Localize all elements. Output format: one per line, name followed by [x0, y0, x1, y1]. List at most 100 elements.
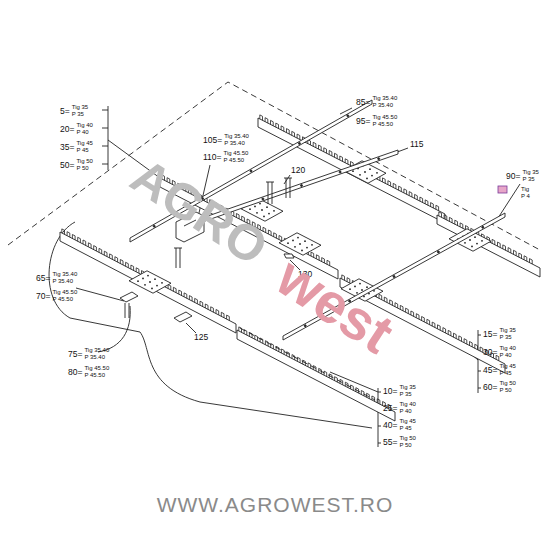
size-note: P 35.40 — [52, 278, 73, 284]
size-note: P 45 — [399, 425, 411, 431]
plate-hole — [149, 281, 151, 283]
cursor-icon — [498, 186, 507, 193]
callout-number: 20= — [60, 125, 74, 134]
plate-hole — [297, 237, 299, 239]
bar-hole — [153, 225, 155, 227]
plate-hole — [249, 208, 251, 210]
size-note: P 35 — [499, 334, 511, 340]
callout-number: 35= — [60, 143, 74, 152]
plate-hole — [464, 242, 466, 244]
size-note: P 45.50 — [52, 296, 73, 302]
bar-hole — [304, 325, 306, 327]
callout-number: 55= — [383, 438, 397, 447]
plate-hole — [147, 275, 149, 277]
size-note: Tig 50 — [399, 435, 415, 441]
size-note: P 40 — [499, 352, 511, 358]
plate-hole — [366, 178, 368, 180]
size-note: P 45.50 — [84, 372, 105, 378]
plate-hole — [266, 206, 268, 208]
size-note: Tig 40 — [399, 401, 415, 407]
plate-hole — [481, 240, 483, 242]
plate-hole — [261, 209, 263, 211]
size-note: Tig 35.40 — [52, 271, 77, 277]
plate-hole — [359, 283, 361, 285]
size-note: Tig 40 — [499, 345, 515, 351]
size-note: P 45.50 — [224, 157, 245, 163]
size-note: P 50 — [499, 387, 511, 393]
watermark: AGRO — [123, 150, 276, 274]
plate-hole — [256, 212, 258, 214]
bar-hole — [378, 158, 380, 160]
callout-number: 60= — [483, 383, 497, 392]
size-note: Tig 45.50 — [52, 289, 77, 295]
callout-number: 95= — [356, 117, 370, 126]
size-note: P 50 — [76, 165, 88, 171]
plate-hole — [364, 171, 366, 173]
plate-hole — [254, 206, 256, 208]
bar-hole — [298, 142, 300, 144]
size-note: P 4 — [521, 193, 530, 199]
bar-hole — [301, 185, 303, 187]
size-note: Tig 35.40 — [372, 95, 397, 101]
size-note: P 35 — [72, 111, 84, 117]
plate-hole — [292, 240, 294, 242]
size-note: Tig 35 — [522, 169, 538, 175]
plate-hole — [371, 175, 373, 177]
callout-number: 110= — [203, 153, 222, 162]
callout-number: 70= — [36, 292, 50, 301]
callout-number: 90= — [506, 172, 520, 181]
plate-hole — [137, 280, 139, 282]
strip-teeth — [439, 212, 532, 264]
plate-hole — [311, 244, 313, 246]
size-note: Tig 45 — [399, 418, 415, 424]
watermark: west — [268, 248, 403, 363]
plate-hole — [259, 203, 261, 205]
plate-hole — [263, 216, 265, 218]
size-note: Tig 35 — [499, 327, 515, 333]
plate-hole — [369, 168, 371, 170]
bar-hole — [437, 251, 439, 253]
callout-number: 25= — [383, 404, 397, 413]
size-note: P 35 — [399, 391, 411, 397]
plate-hole — [304, 240, 306, 242]
plate-hole — [156, 285, 158, 287]
leader-line — [498, 184, 520, 218]
callout-number: 5= — [60, 107, 70, 116]
plate-hole — [476, 243, 478, 245]
size-note: P 35.40 — [224, 140, 245, 146]
callout-number: 80= — [68, 368, 82, 377]
callout-number: 75= — [68, 350, 82, 359]
bar-hole — [482, 226, 484, 228]
plate-hole — [474, 236, 476, 238]
size-note: P 35 — [522, 176, 534, 182]
plate-hole — [359, 174, 361, 176]
size-note: P 45 — [76, 147, 88, 153]
plate-hole — [151, 288, 153, 290]
plate-hole — [471, 246, 473, 248]
size-note: Tig 50 — [499, 380, 515, 386]
size-note: Tig 45.50 — [372, 114, 397, 120]
callout-number: 15= — [483, 330, 497, 339]
bar-hole — [393, 276, 395, 278]
plate-hole — [294, 246, 296, 248]
leader-line — [76, 288, 124, 301]
callout-number: 50= — [60, 161, 74, 170]
size-note: P 45.50 — [372, 121, 393, 127]
bar-hole — [262, 198, 264, 200]
bolt — [266, 178, 292, 204]
callout-number: 85= — [356, 98, 370, 107]
callout-number: 105= — [203, 136, 222, 145]
plate-hole — [287, 242, 289, 244]
perforated-plate — [129, 271, 171, 293]
plate-hole — [144, 284, 146, 286]
size-note: Tig 35 — [72, 104, 88, 110]
callout-number: 10= — [383, 387, 397, 396]
callout-number: 40= — [383, 421, 397, 430]
size-note: Tig 50 — [76, 158, 92, 164]
plate-hole — [154, 278, 156, 280]
clamp-plate — [174, 312, 192, 322]
size-note: Tig 45.50 — [84, 365, 109, 371]
plate-hole — [469, 239, 471, 241]
